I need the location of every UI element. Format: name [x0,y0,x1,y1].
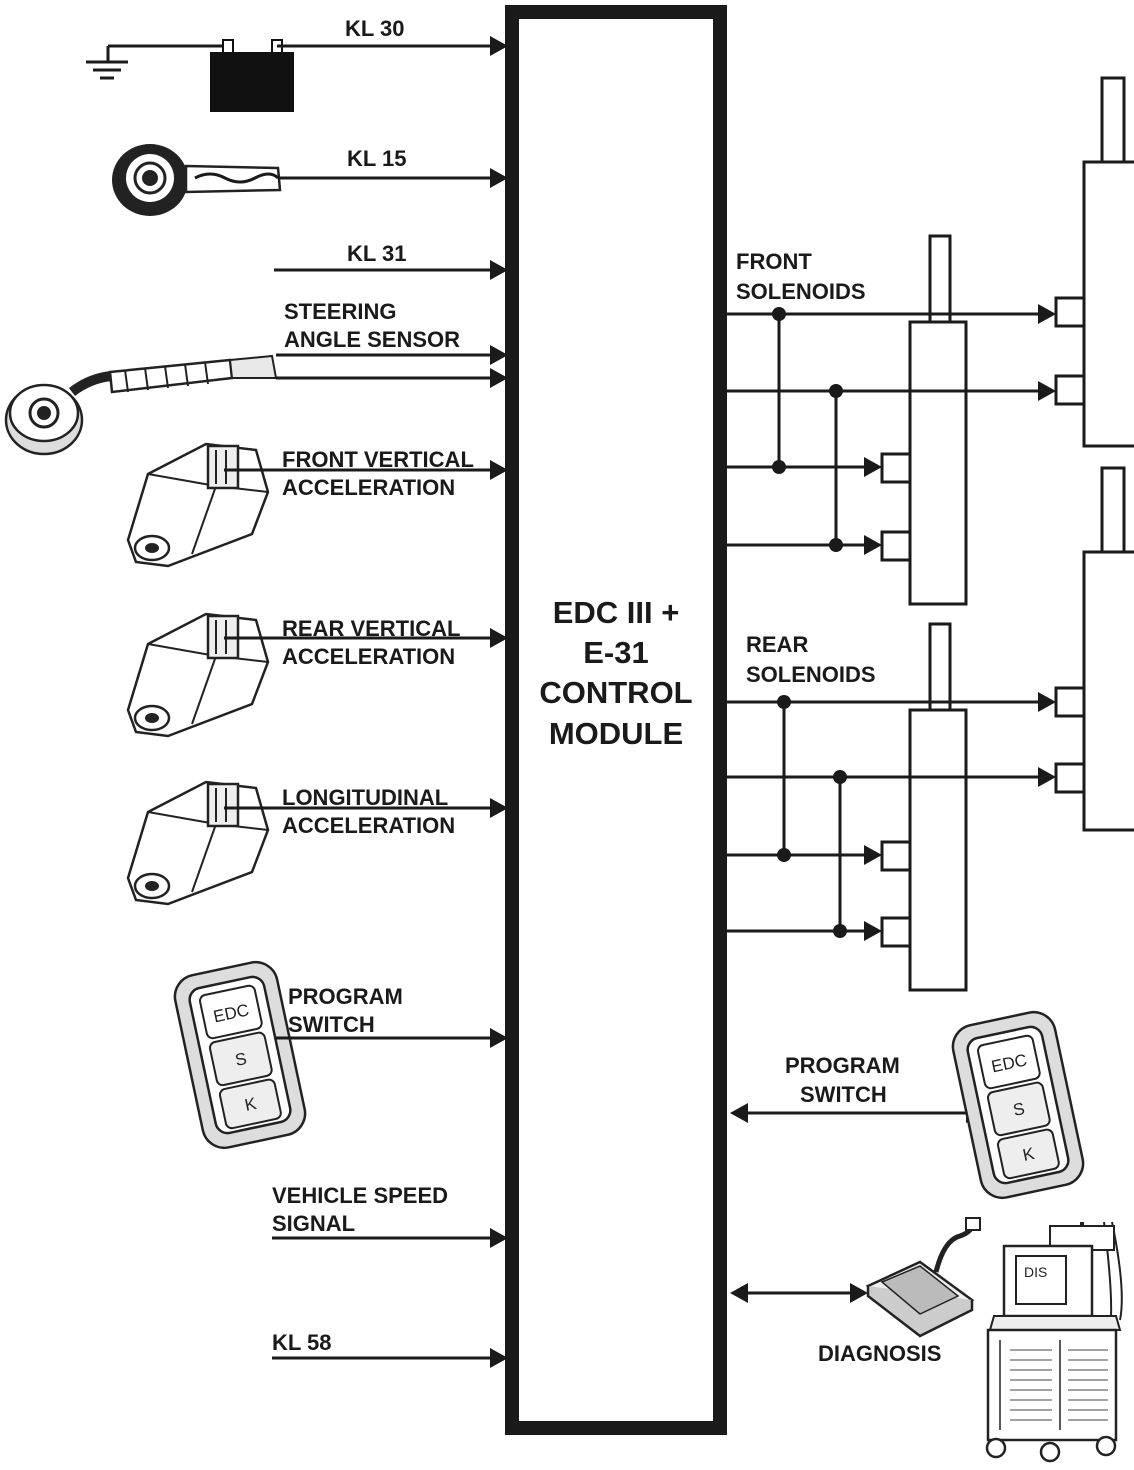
rear-left-damper [880,622,968,992]
program-switch-in-label-1: PROGRAM [288,984,403,1009]
front-solenoids-label-2: SOLENOIDS [736,279,866,304]
steering-angle-sensor-icon [4,354,278,456]
module-label-line-4: MODULE [549,716,683,751]
kl58-label: KL 58 [272,1330,332,1355]
switch-left-k-text: K [243,1094,259,1115]
module-label-line-2: E-31 [583,635,648,670]
front-vertical-label-2: ACCELERATION [282,475,455,500]
diagnosis-bidirectional-wire [730,1283,868,1303]
steering-arrow-1 [490,345,508,365]
front-solenoid-wiring [727,304,1056,555]
kl30-arrow [490,36,508,56]
module-label-line-1: EDC III + [553,595,680,630]
rear-vertical-acceleration-sensor-icon [126,612,270,738]
front-right-damper [1054,76,1134,448]
ground-symbol-icon [86,46,128,80]
kl15-label: KL 15 [347,146,407,171]
dis-tester-icon: DIS [985,1221,1123,1463]
rear-solenoid-wiring [727,692,1056,941]
program-switch-icon-right: EDC S K [951,1010,1085,1200]
ignition-key-icon [112,144,282,216]
diagnosis-label: DIAGNOSIS [818,1341,941,1366]
vehicle-speed-arrow [490,1228,508,1248]
battery-icon [210,39,294,112]
front-vertical-acceleration-sensor-icon [126,442,270,568]
dis-screen-text: DIS [1024,1264,1047,1280]
steering-label-1: STEERING [284,299,396,324]
control-module-box [505,5,727,1435]
switch-left-s-text: S [233,1049,248,1070]
vehicle-speed-label-1: VEHICLE SPEED [272,1183,448,1208]
kl31-label: KL 31 [347,241,407,266]
front-vertical-label-1: FRONT VERTICAL [282,447,474,472]
kl31-arrow [490,260,508,280]
rear-right-damper [1054,466,1134,832]
longitudinal-arrow [490,798,508,818]
vehicle-speed-label-2: SIGNAL [272,1211,355,1236]
program-switch-in-label-2: SWITCH [288,1012,375,1037]
laptop-icon [865,1217,981,1338]
front-left-damper [880,234,968,606]
kl15-arrow [490,168,508,188]
module-label-line-3: CONTROL [539,675,692,710]
steering-label-2: ANGLE SENSOR [284,327,460,352]
program-switch-out-label-1: PROGRAM [785,1053,900,1078]
rear-vertical-arrow [490,628,508,648]
program-switch-out-label-2: SWITCH [800,1082,887,1107]
switch-right-k-text: K [1021,1144,1037,1165]
rear-solenoids-label-1: REAR [746,632,808,657]
kl58-arrow [490,1348,508,1368]
longitudinal-label-2: ACCELERATION [282,813,455,838]
kl30-label: KL 30 [345,16,405,41]
steering-arrow-2 [490,368,508,388]
program-switch-in-arrow [490,1028,508,1048]
rear-vertical-label-1: REAR VERTICAL [282,616,460,641]
program-switch-icon-left: EDC S K [173,960,307,1150]
longitudinal-acceleration-sensor-icon [126,780,270,906]
rear-solenoids-label-2: SOLENOIDS [746,662,876,687]
longitudinal-label-1: LONGITUDINAL [282,785,448,810]
rear-vertical-label-2: ACCELERATION [282,644,455,669]
front-solenoids-label-1: FRONT [736,249,812,274]
switch-right-s-text: S [1011,1099,1026,1120]
front-vertical-arrow [490,460,508,480]
